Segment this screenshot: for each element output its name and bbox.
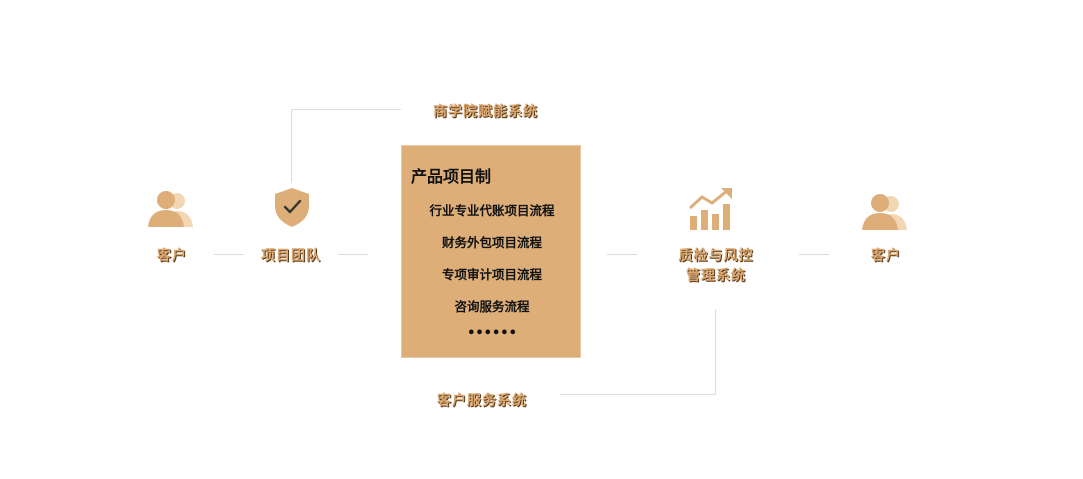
connector-top-horizontal [291,109,401,110]
customer-service-system-label: 客户服务系统 [437,393,527,409]
quality-risk-label-line1: 质检与风控 [678,248,754,264]
project-team-label: 项目团队 [261,248,321,264]
product-box-item: 行业专业代账项目流程 [429,203,555,218]
users-icon [861,192,911,236]
academy-system-label: 商学院赋能系统 [433,104,538,120]
growth-chart-icon [688,186,736,236]
customer-right-label: 客户 [871,248,901,264]
connector-bottom-vertical [715,309,716,395]
product-box-title: 产品项目制 [411,167,492,186]
shield-check-icon [272,186,312,232]
product-box-ellipsis: •••••• [467,326,517,341]
customer-left-label: 客户 [157,248,187,264]
product-project-box: 产品项目制 行业专业代账项目流程 财务外包项目流程 专项审计项目流程 咨询服务流… [401,145,581,358]
connector-box-quality [607,254,637,255]
users-icon [147,189,197,233]
connector-bottom-horizontal [560,394,716,395]
connector-top-vertical [291,109,292,183]
quality-risk-label-line2: 管理系统 [686,268,746,284]
product-box-item: 咨询服务流程 [454,299,530,314]
product-box-item: 财务外包项目流程 [441,235,542,250]
connector-customer-team [214,254,244,255]
connector-quality-customer [799,254,829,255]
product-box-item: 专项审计项目流程 [441,267,542,282]
connector-team-box [338,254,368,255]
